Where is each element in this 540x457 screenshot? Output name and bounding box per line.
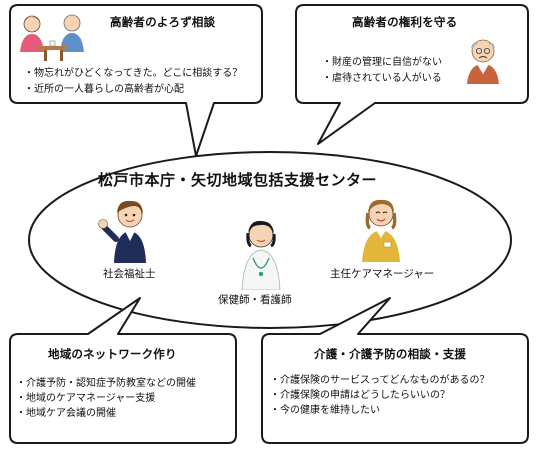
consultation-illustration (20, 14, 84, 61)
box-bottom-right-title: 介護・介護予防の相談・支援 (314, 347, 467, 361)
box-bottom-left-title: 地域のネットワーク作り (48, 347, 177, 361)
box-top-right-item-2: ・虐待されている人がいる (322, 73, 442, 84)
social-worker-illustration (98, 200, 146, 263)
role-chief-care-manager: 主任ケアマネージャー (330, 268, 435, 280)
role-social-worker: 社会福祉士 (103, 268, 156, 280)
box-bottom-right-item-2: ・介護保険の申請はどうしたらいいの？ (270, 390, 450, 401)
box-bottom-right-item-3: ・今の健康を維持したい (270, 405, 380, 416)
role-public-health-nurse: 保健師・看護師 (218, 294, 292, 306)
box-bottom-left-item-2: ・地域のケアマネージャー支援 (16, 393, 156, 404)
elderly-man-illustration (467, 39, 499, 84)
box-bottom-left-item-3: ・地域ケア会議の開催 (16, 408, 116, 419)
box-top-left-item-1: ・物忘れがひどくなってきた。どこに相談する？ (24, 68, 243, 79)
nurse-illustration (241, 220, 281, 290)
box-bottom-right-item-1: ・介護保険のサービスってどんなものがあるの？ (270, 375, 490, 386)
box-top-right-item-1: ・財産の管理に自信がない (322, 57, 442, 68)
box-top-left-item-2: ・近所の一人暮らしの高齢者が心配 (24, 84, 184, 95)
bubble-bottom-left (9, 297, 237, 444)
bubble-bottom-right (261, 297, 529, 444)
box-top-right-title: 高齢者の権利を守る (352, 15, 458, 29)
care-manager-illustration (362, 199, 400, 262)
box-top-left-title: 高齢者のよろず相談 (110, 15, 216, 29)
box-bottom-left-item-1: ・介護予防・認知症予防教室などの開催 (16, 378, 196, 389)
bubble-top-right (295, 4, 529, 145)
center-title: 松戸市本庁・矢切地域包括支援センター (98, 171, 378, 189)
